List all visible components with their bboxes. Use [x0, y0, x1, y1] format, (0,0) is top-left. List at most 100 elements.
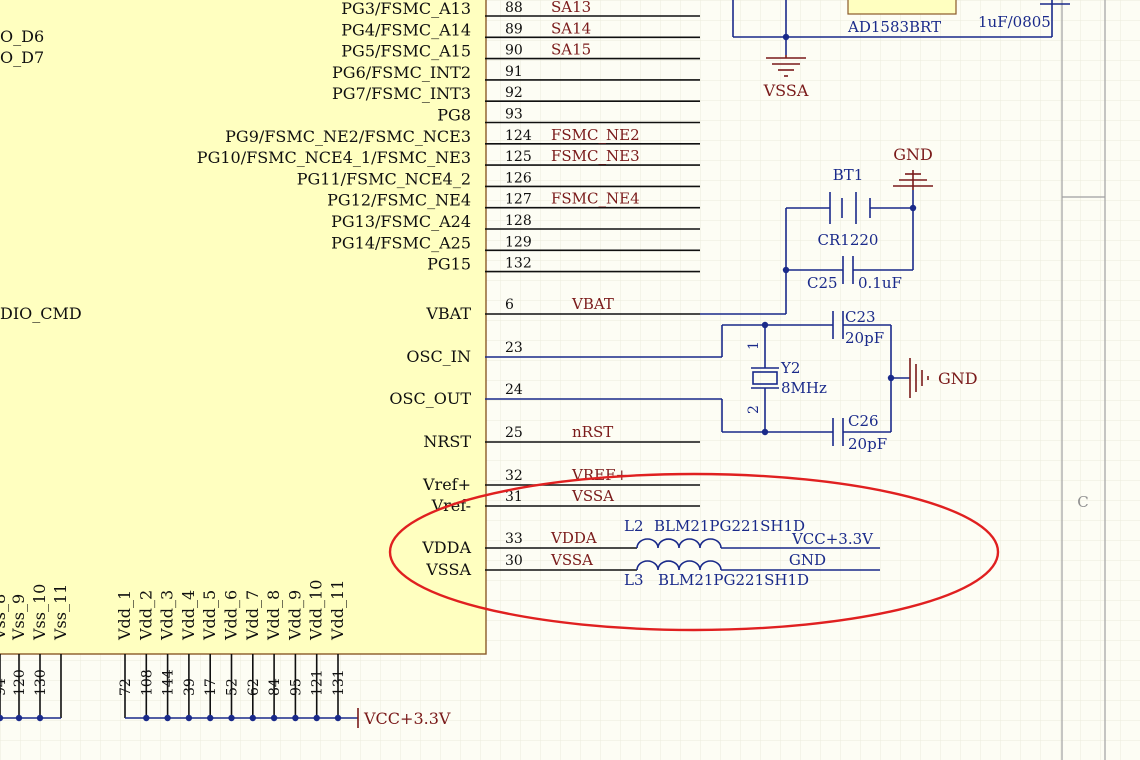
pin-name: PG4/FSMC_A14 [341, 20, 471, 39]
pin-number: 144 [161, 669, 177, 696]
pin-name: PG6/FSMC_INT2 [332, 63, 471, 82]
c23-ref: C23 [845, 308, 876, 326]
l2-net: VCC+3.3V [791, 530, 874, 548]
c26-ref: C26 [848, 412, 879, 430]
pin-name: Vdd_3 [158, 590, 177, 641]
bt1-ground-label: GND [893, 145, 933, 164]
pin-name: Vss_11 [51, 584, 70, 641]
pin-name: VSSA [425, 560, 471, 579]
y2-pin1: 1 [746, 341, 762, 350]
mcu-body[interactable] [0, 0, 487, 655]
pin-name: PG11/FSMC_NCE4_2 [297, 169, 471, 188]
left-pin-label-d7: O_D7 [0, 48, 44, 67]
osc-ground-label: GND [938, 369, 978, 388]
pin-name: PG5/FSMC_A15 [341, 42, 471, 61]
pin-number: 30 [505, 553, 523, 569]
pin-name: PG9/FSMC_NE2/FSMC_NCE3 [225, 127, 471, 146]
ferrite-l3[interactable]: L3 BLM21PG221SH1D GND [624, 551, 880, 589]
pin-number: 129 [505, 234, 532, 250]
osc-ground: GND [887, 325, 978, 432]
net-label: VSSA [550, 551, 593, 569]
pin-number: 92 [505, 85, 523, 101]
battery-bt1[interactable]: BT1 CR1220 GND [786, 145, 933, 270]
net-label: VREF+ [571, 466, 628, 484]
pin-name: PG8 [437, 106, 471, 125]
sheet-border: C [1061, 0, 1106, 760]
pin-name: NRST [423, 432, 471, 451]
pin-number: 88 [505, 0, 523, 16]
ad1583-body[interactable] [847, 0, 957, 15]
pin-name: Vdd_6 [222, 590, 241, 641]
pin-name: Vdd_1 [115, 590, 134, 641]
capacitor-c25[interactable]: C25 0.1uF [782, 208, 913, 314]
pin-name: PG10/FSMC_NCE4_1/FSMC_NE3 [197, 148, 471, 167]
pin-number: 131 [331, 669, 347, 696]
l2-part: BLM21PG221SH1D [654, 517, 805, 535]
bt1-ref: BT1 [833, 166, 864, 184]
pin-number: 95 [288, 678, 304, 696]
pin-number: 6 [505, 297, 514, 313]
pin-number: 120 [12, 669, 28, 696]
l3-part: BLM21PG221SH1D [658, 571, 809, 589]
pin-name: Vdd_4 [179, 590, 198, 641]
pin-number: 125 [505, 149, 532, 165]
bt1-value: CR1220 [818, 231, 879, 249]
pin-number: 126 [505, 170, 532, 186]
pin-number: 130 [33, 669, 49, 696]
pin-number: 108 [139, 669, 155, 696]
net-label: SA15 [551, 41, 591, 59]
vdd-rail[interactable]: VCC+3.3V [125, 708, 451, 728]
pin-name: PG14/FSMC_A25 [331, 233, 471, 252]
pin-name: Vref+ [422, 475, 471, 494]
capacitor-c23[interactable]: C23 20pF [832, 308, 891, 347]
pin-name: Vss_9 [9, 594, 28, 641]
ad1583-group[interactable]: AD1583BRT 1uF/0805 VSSA [732, 0, 1070, 100]
border-zone-label: C [1077, 493, 1088, 511]
l3-ref: L3 [624, 571, 644, 589]
pin-number: 132 [505, 256, 532, 272]
pin-name: OSC_OUT [389, 389, 471, 408]
pin-number: 127 [505, 192, 532, 208]
crystal-y2[interactable]: 1 2 Y2 8MHz [485, 321, 833, 436]
pin-number: 25 [505, 425, 523, 441]
pin-name: Vdd_10 [307, 580, 326, 641]
pin-name: VDDA [421, 538, 471, 557]
c26-value: 20pF [848, 435, 887, 453]
pin-number: 90 [505, 43, 523, 59]
pin-name: OSC_IN [406, 347, 471, 366]
net-label: FSMC_NE2 [551, 126, 640, 144]
net-label: FSMC_NE4 [551, 190, 640, 208]
pin-number: 91 [505, 64, 523, 80]
vdd-rail-label: VCC+3.3V [363, 709, 451, 728]
y2-pin2: 2 [746, 405, 762, 414]
pin-number: 17 [203, 678, 219, 696]
net-label: SA13 [551, 0, 591, 16]
c25-ref: C25 [807, 274, 838, 292]
pin-number: 23 [505, 340, 523, 356]
y2-value: 8MHz [781, 379, 827, 397]
l3-net: GND [789, 551, 826, 569]
pin-number: 128 [505, 213, 532, 229]
ferrite-l2[interactable]: L2 BLM21PG221SH1D VCC+3.3V [624, 517, 880, 549]
ad1583-part-label: AD1583BRT [847, 18, 941, 36]
pin-name: Vss_10 [30, 584, 49, 641]
pin-name: PG3/FSMC_A13 [341, 0, 471, 18]
l2-ref: L2 [624, 517, 644, 535]
pin-name: PG15 [427, 255, 471, 274]
net-label: FSMC_NE3 [551, 147, 640, 165]
net-label: nRST [572, 423, 613, 441]
pin-number: 124 [505, 128, 532, 144]
pin-name: Vdd_7 [243, 590, 262, 641]
highlight-ellipse [388, 472, 1000, 632]
c23-value: 20pF [845, 329, 884, 347]
pin-number: 89 [505, 21, 523, 37]
pin-number: 33 [505, 531, 523, 547]
pin-name: PG7/FSMC_INT3 [332, 84, 471, 103]
pin-number: 39 [182, 678, 198, 696]
capacitor-c26[interactable]: C26 20pF [832, 412, 891, 453]
pin-name: Vdd_9 [285, 590, 304, 641]
